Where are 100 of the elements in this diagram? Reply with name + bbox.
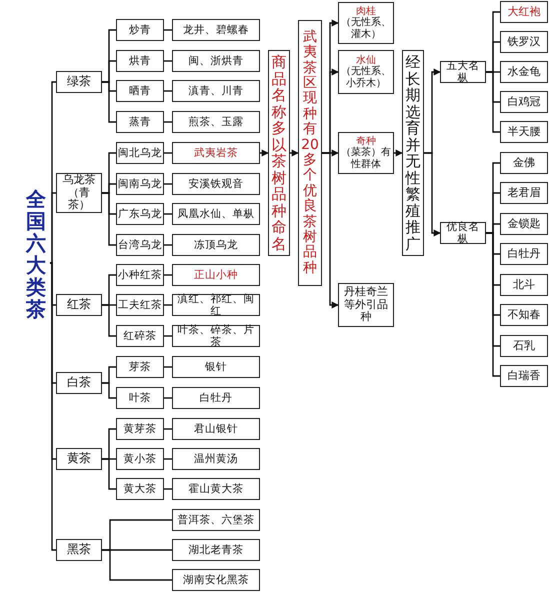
cultivar-box [500, 335, 548, 357]
tea-name-box [172, 203, 260, 225]
subcategory-label: 黄大茶 [124, 482, 156, 496]
tea-name-label: 煎茶、玉露 [188, 116, 244, 128]
subcategory-label: 黄芽茶 [124, 422, 156, 436]
tea-name-label: 安溪铁观音 [188, 178, 244, 190]
tea-name-box [172, 294, 260, 316]
cultivar-label: 北斗 [513, 278, 535, 292]
cultivar-label: 水金龟 [508, 66, 540, 78]
arrow [260, 150, 269, 156]
tea-name-label: 正山小种 [194, 268, 238, 282]
variety-label: 水仙 [356, 54, 376, 66]
tea-name-box [172, 356, 260, 378]
vertical-text-box [268, 50, 290, 256]
category-box [56, 173, 102, 213]
tea-name-box [172, 387, 260, 409]
tea-name-label: 龙井、碧螺春 [183, 24, 249, 36]
subcategory-box [116, 264, 164, 286]
subcategory-label: 台湾乌龙 [118, 238, 162, 252]
tea-name-box [172, 19, 260, 41]
cultivar-label: 不知春 [508, 308, 540, 322]
vertical-text-box [402, 50, 424, 256]
category-box [56, 372, 102, 394]
tea-name-label: 普洱茶、六堡茶 [178, 514, 254, 526]
cultivar-box [500, 243, 548, 265]
subcategory-label: 闽南乌龙 [118, 178, 162, 190]
connector-line [486, 71, 500, 133]
subcategory-box [116, 80, 164, 102]
variety-label: （无性系、小乔木） [340, 66, 392, 90]
arrow [424, 152, 441, 236]
arrow [290, 150, 299, 156]
tea-name-label: 武夷岩茶 [194, 146, 238, 160]
tea-name-box [172, 509, 260, 531]
connector-line [50, 262, 56, 551]
subcategory-box [116, 234, 164, 256]
subcategory-label: 芽茶 [129, 360, 151, 374]
subcategory-label: 晒青 [129, 84, 151, 98]
tea-name-label: 闽、浙烘青 [188, 54, 244, 68]
variety-label: 奇种 [356, 136, 376, 147]
connector-line [50, 192, 56, 264]
category-label: 绿茶 [67, 75, 91, 89]
vertical-label: 武夷茶区现种有20多个优良茶树品种 [300, 30, 320, 276]
subcategory-label: 蒸青 [129, 116, 151, 128]
cultivar-box [500, 213, 548, 235]
subcategory-label: 工夫红茶 [118, 298, 162, 312]
vertical-text-box [298, 20, 322, 286]
subcategory-box [116, 111, 164, 133]
cultivar-box [500, 121, 548, 143]
arrow [322, 152, 339, 308]
tea-name-label: 霍山黄大茶 [188, 482, 244, 496]
cultivar-label: 白瑞香 [508, 370, 540, 382]
tea-name-label: 叶茶、碎茶、片茶 [176, 324, 256, 348]
category-label: 黑茶 [67, 543, 91, 557]
tea-name-box [172, 142, 260, 164]
tea-name-box [172, 418, 260, 440]
subcategory-label: 炒青 [129, 24, 151, 36]
subcategory-label: 红碎茶 [124, 330, 156, 342]
arrow [394, 150, 403, 156]
subcategory-box [116, 418, 164, 440]
tea-name-box [172, 111, 260, 133]
subcategory-box [116, 19, 164, 41]
cultivar-box [500, 304, 548, 326]
subcategory-label: 小种红茶 [118, 268, 162, 282]
variety-label: 肉桂 [356, 6, 376, 17]
tea-name-label: 湖北老青茶 [188, 544, 244, 556]
cultivar-label: 石乳 [513, 340, 535, 352]
category-box [56, 71, 102, 93]
cultivar-box [500, 31, 548, 53]
variety-box [338, 2, 394, 44]
tea-name-box [172, 234, 260, 256]
group-box [440, 222, 486, 244]
tea-name-label: 君山银针 [194, 422, 238, 436]
subcategory-label: 黄小茶 [124, 452, 156, 466]
cultivar-label: 白牡丹 [508, 248, 540, 260]
group-box [440, 61, 486, 83]
vertical-label: 商品名称多以茶树品种命名 [270, 54, 288, 252]
cultivar-box [500, 152, 548, 174]
connector-line [102, 458, 116, 490]
variety-label: （菜茶）有性群体 [340, 147, 392, 170]
cultivar-label: 白鸡冠 [508, 96, 540, 108]
cultivar-label: 半天腰 [508, 126, 540, 138]
variety-box [338, 132, 394, 174]
variety-label: 丹桂奇兰等外引品种 [343, 286, 389, 324]
cultivar-box [500, 61, 548, 83]
connector-line [102, 192, 116, 246]
connector-line [102, 549, 172, 581]
subcategory-box [116, 203, 164, 225]
subcategory-box [116, 50, 164, 72]
cultivar-label: 铁罗汉 [508, 36, 540, 48]
cultivar-label: 金锁匙 [508, 218, 540, 230]
subcategory-box [116, 478, 164, 500]
tea-name-label: 凤凰水仙、单枞 [178, 208, 254, 220]
subcategory-box [116, 387, 164, 409]
subcategory-label: 广东乌龙 [118, 208, 162, 220]
tea-name-box [172, 448, 260, 470]
category-label: 红茶 [67, 298, 91, 312]
cultivar-label: 金佛 [513, 156, 535, 170]
subcategory-box [116, 356, 164, 378]
tea-name-box [172, 478, 260, 500]
tea-name-label: 白牡丹 [200, 392, 232, 404]
